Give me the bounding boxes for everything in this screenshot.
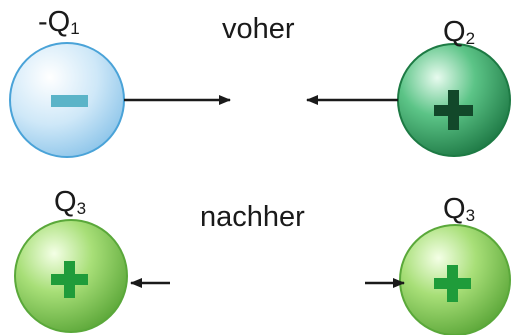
caption-before: voher — [222, 13, 295, 45]
label-q3-left: Q3 — [54, 186, 86, 222]
label-q3-right-prefix: Q — [443, 193, 466, 225]
label-q3-left-index: 3 — [76, 199, 87, 218]
label-q3-left-prefix: Q — [54, 186, 77, 218]
minus-sign-icon — [51, 95, 88, 107]
plus-sign-icon — [51, 261, 88, 298]
sphere-q2-positive — [397, 43, 511, 157]
sphere-q3-left-positive — [14, 219, 128, 333]
sphere-q1-negative — [9, 42, 125, 158]
label-q2-prefix: Q — [443, 16, 466, 48]
label-q2: Q2 — [443, 16, 475, 52]
label-q2-index: 2 — [465, 29, 476, 48]
label-q3-right: Q3 — [443, 193, 475, 229]
plus-sign-icon — [434, 90, 473, 130]
label-q3-right-index: 3 — [465, 206, 476, 225]
label-q1-prefix: -Q — [38, 6, 71, 38]
plus-sign-icon — [434, 265, 471, 302]
caption-after: nachher — [200, 201, 305, 233]
label-q1-index: 1 — [70, 19, 80, 38]
label-q1: -Q1 — [38, 6, 80, 42]
sphere-q3-right-positive — [399, 224, 511, 335]
